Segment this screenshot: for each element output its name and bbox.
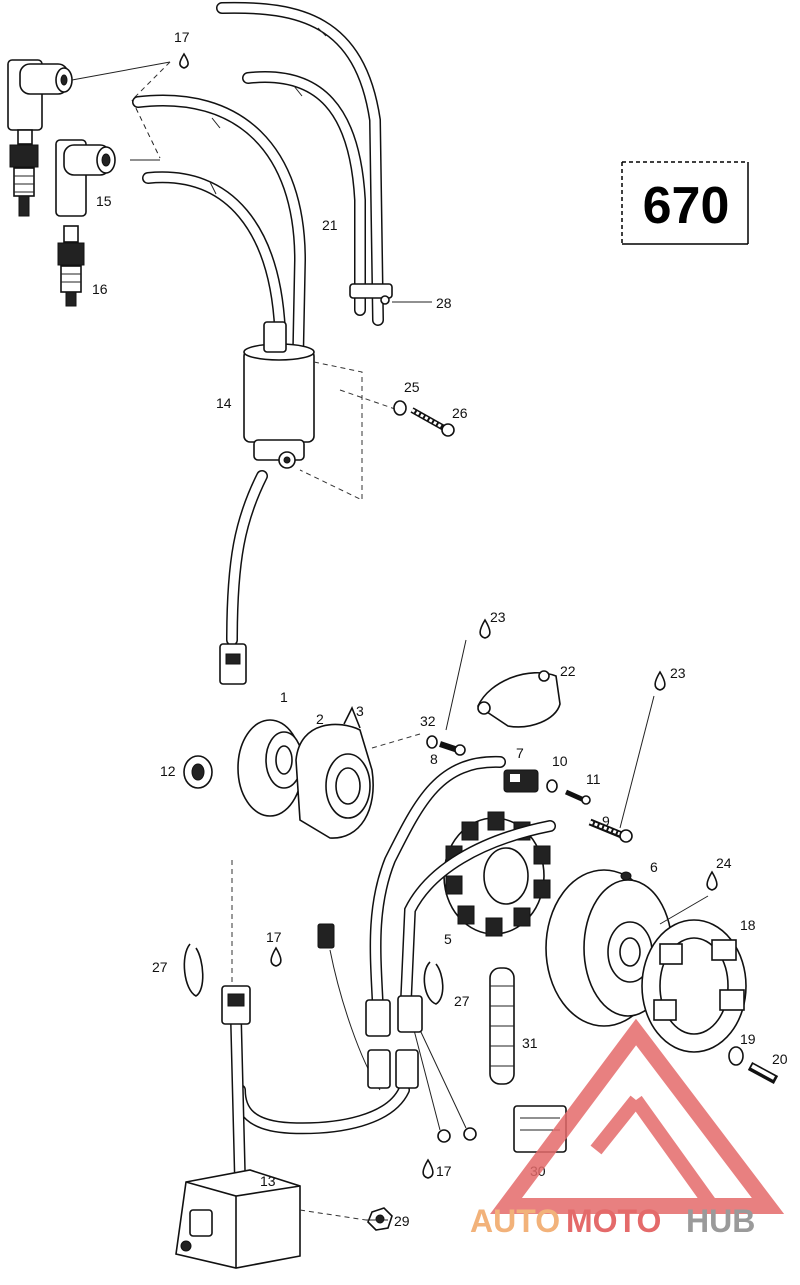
- watermark-text: AUTO MOTO HUB: [470, 1203, 755, 1239]
- watermark-hub: HUB: [686, 1203, 755, 1239]
- callout-7: 7: [516, 745, 524, 761]
- spark-plug-cap-lower: [55, 139, 116, 217]
- drop-icon: [179, 52, 189, 69]
- callout-27: 27: [454, 993, 470, 1009]
- page-number-box: 670: [621, 161, 749, 245]
- coil-screw: [410, 407, 455, 437]
- callout-31: 31: [522, 1035, 538, 1051]
- callout-32: 32: [420, 713, 436, 729]
- coil-connector: [219, 643, 247, 685]
- washer: [393, 400, 407, 416]
- ring-terminal: [437, 1127, 477, 1143]
- small-connector: [317, 923, 335, 949]
- left-connector: [221, 985, 251, 1025]
- callout-17: 17: [174, 29, 190, 45]
- flywheel-washer: [728, 1046, 744, 1066]
- callout-10: 10: [552, 753, 568, 769]
- callout-14: 14: [216, 395, 232, 411]
- housing-screw: [426, 735, 466, 756]
- callout-26: 26: [452, 405, 468, 421]
- callout-9: 9: [602, 813, 610, 829]
- starter-ring: [641, 919, 747, 1053]
- callout-3: 3: [356, 703, 364, 719]
- spark-plug-cap-upper: [7, 59, 73, 131]
- callout-27: 27: [152, 959, 168, 975]
- page-number: 670: [643, 177, 730, 235]
- callout-20: 20: [772, 1051, 788, 1067]
- callout-22: 22: [560, 663, 576, 679]
- callout-2: 2: [316, 711, 324, 727]
- spark-plug-upper: [9, 129, 39, 217]
- callout-21: 21: [322, 217, 338, 233]
- callout-13: 13: [260, 1173, 276, 1189]
- cable-tie-right: [423, 961, 444, 1005]
- callout-23: 23: [670, 665, 686, 681]
- flywheel-bolt: [747, 1062, 779, 1084]
- spark-plug-lower: [57, 225, 85, 307]
- heat-shrink-tube: [489, 967, 515, 1085]
- drop-icon: [706, 870, 718, 891]
- ignition-coil: [243, 321, 315, 469]
- seal: [265, 731, 303, 789]
- callout-28: 28: [436, 295, 452, 311]
- callout-17: 17: [436, 1163, 452, 1179]
- magneto-housing: [295, 706, 374, 839]
- watermark-moto: MOTO: [566, 1203, 661, 1239]
- callout-17: 17: [266, 929, 282, 945]
- callout-6: 6: [650, 859, 658, 875]
- callout-18: 18: [740, 917, 756, 933]
- callout-29: 29: [394, 1213, 410, 1229]
- callout-16: 16: [92, 281, 108, 297]
- high-tension-wires: [132, 1, 384, 366]
- callout-5: 5: [444, 931, 452, 947]
- callout-15: 15: [96, 193, 112, 209]
- callout-24: 24: [716, 855, 732, 871]
- trigger-cover: [476, 670, 561, 728]
- drop-icon: [422, 1158, 434, 1179]
- callout-19: 19: [740, 1031, 756, 1047]
- callout-1: 1: [280, 689, 288, 705]
- callout-12: 12: [160, 763, 176, 779]
- harness-connector: [395, 995, 423, 1089]
- drop-icon: [654, 670, 666, 691]
- trigger-washer: [546, 779, 558, 793]
- drop-icon: [270, 946, 282, 967]
- trigger-coil: [503, 769, 539, 793]
- watermark-auto: AUTO: [470, 1203, 560, 1239]
- nut: [367, 1207, 393, 1231]
- stator-screw: [588, 818, 633, 843]
- callout-23: 23: [490, 609, 506, 625]
- callout-25: 25: [404, 379, 420, 395]
- harness-connector: [365, 999, 391, 1089]
- grommet: [183, 755, 213, 789]
- trigger-screw: [564, 789, 591, 805]
- callout-8: 8: [430, 751, 438, 767]
- cable-tie-left: [183, 943, 204, 997]
- wire-clip: [349, 283, 432, 305]
- watermark-logo: [490, 1018, 785, 1214]
- cdi-module: [175, 1169, 301, 1269]
- callout-11: 11: [586, 771, 601, 787]
- drop-icon: [479, 618, 491, 639]
